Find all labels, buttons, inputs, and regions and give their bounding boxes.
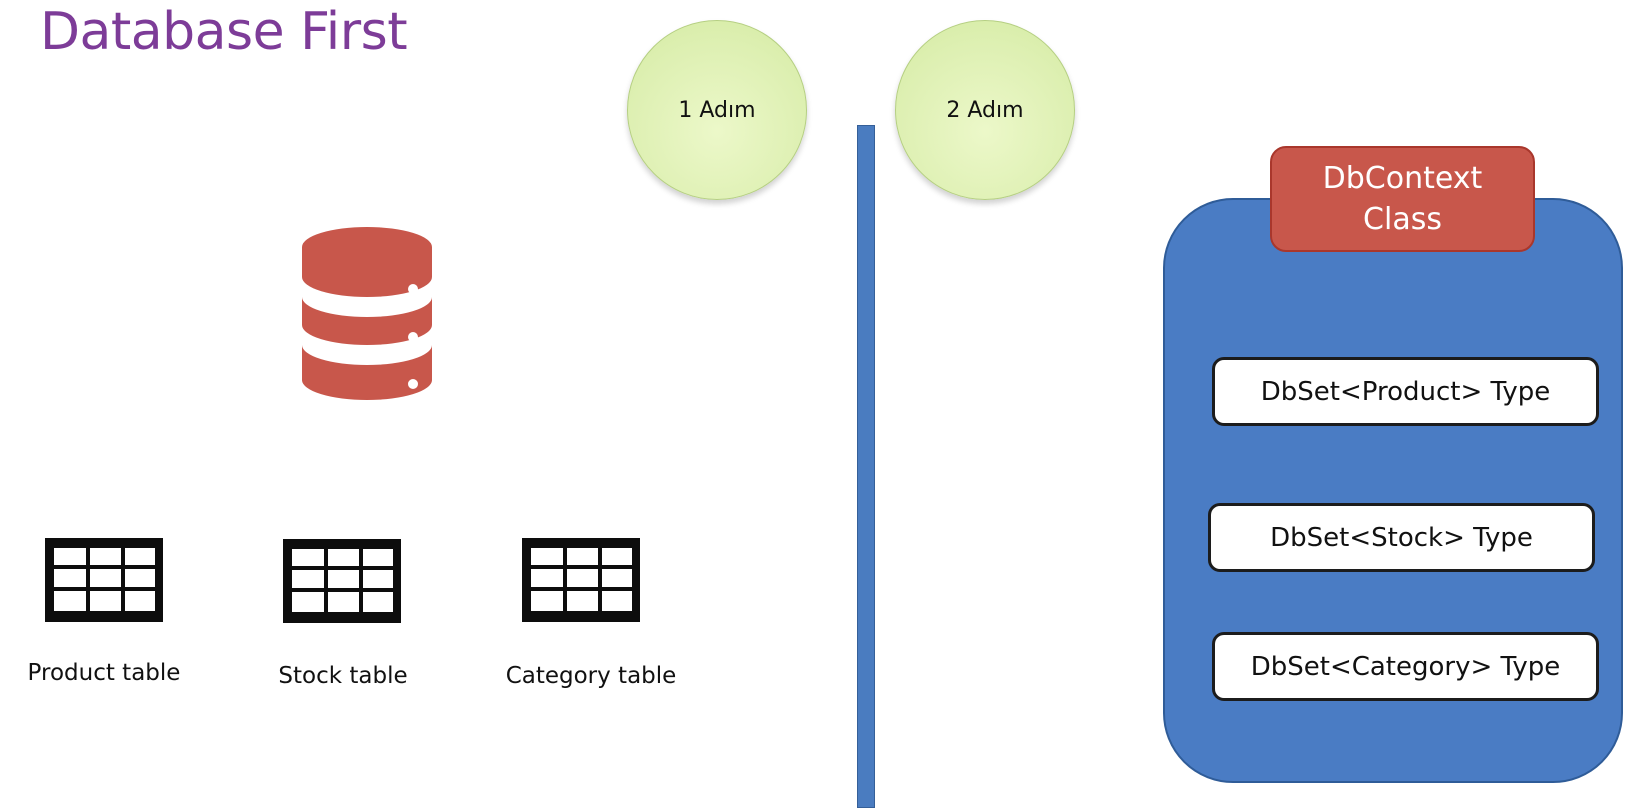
slide-title: Database First bbox=[40, 2, 408, 62]
dbset-category-label: DbSet<Category> Type bbox=[1250, 651, 1561, 682]
step-1-label: 1 Adım bbox=[678, 97, 756, 123]
step-divider bbox=[857, 125, 875, 808]
category-table-label: Category table bbox=[505, 663, 677, 689]
step-2-label: 2 Adım bbox=[946, 97, 1024, 123]
category-table-icon bbox=[522, 538, 640, 622]
stock-table-label: Stock table bbox=[278, 663, 408, 689]
dbcontext-header-line1: DbContext bbox=[1322, 161, 1483, 196]
stock-table-icon bbox=[283, 539, 401, 623]
step-2-circle: 2 Adım bbox=[895, 20, 1075, 200]
product-table-icon bbox=[45, 538, 163, 622]
database-icon bbox=[302, 227, 432, 400]
dbset-stock-label: DbSet<Stock> Type bbox=[1270, 522, 1533, 553]
dbcontext-header: DbContext Class bbox=[1270, 146, 1535, 252]
product-table-label: Product table bbox=[27, 660, 181, 686]
dbset-product-box: DbSet<Product> Type bbox=[1212, 357, 1599, 426]
dbset-stock-box: DbSet<Stock> Type bbox=[1208, 503, 1595, 572]
step-1-circle: 1 Adım bbox=[627, 20, 807, 200]
dbcontext-header-line2: Class bbox=[1363, 202, 1442, 237]
dbset-product-label: DbSet<Product> Type bbox=[1260, 376, 1551, 407]
dbset-category-box: DbSet<Category> Type bbox=[1212, 632, 1599, 701]
